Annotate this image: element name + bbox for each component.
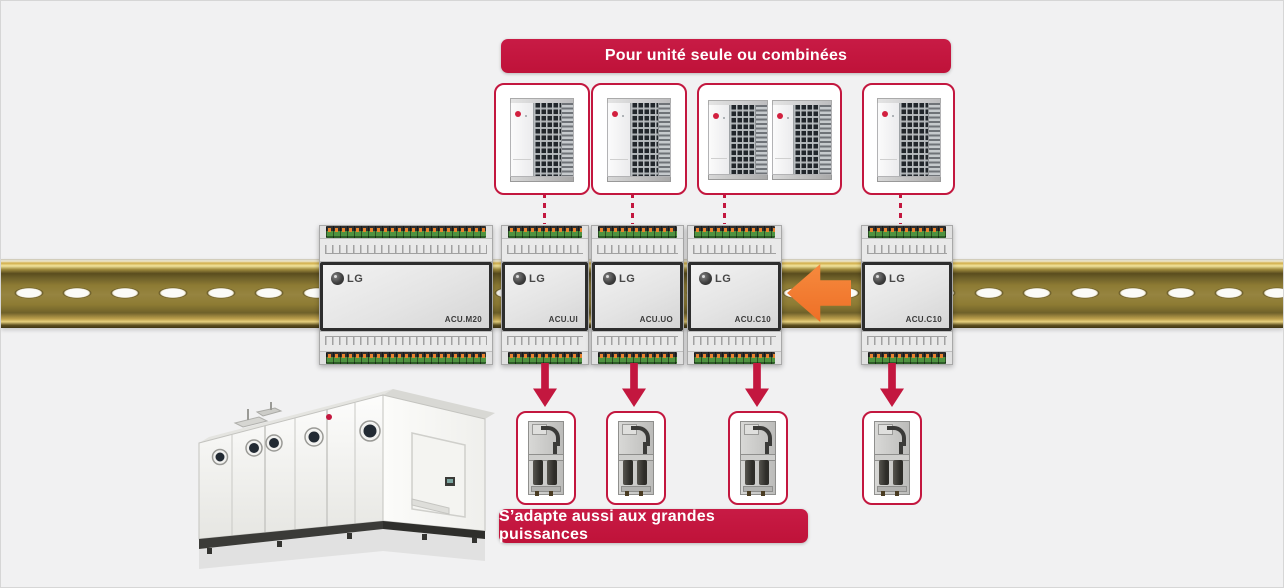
side-fins [819,105,831,174]
lg-logo-icon: LG [699,272,731,285]
refrigerant-kit-box-2 [606,411,666,505]
top-banner-label: Pour unité seule ou combinées [604,47,848,64]
ahu-image [198,389,495,569]
dashed-connector [723,193,726,224]
terminal-block [598,226,677,238]
connector-glyphs [597,245,678,254]
bottom-banner: S’adapte aussi aux grandes puissances [499,508,808,543]
module-label: ACU.C10 [905,315,942,324]
outdoor-unit-image [876,98,941,182]
terminal-block [326,352,486,364]
refrigerant-kit-box-1 [516,411,576,505]
connector-glyphs [597,336,678,345]
module-acu-ui: LG ACU.UI [501,225,589,365]
side-fins [561,103,573,176]
lg-logo-icon: LG [873,272,905,285]
grille-icon [629,103,659,176]
connector-glyphs [867,336,947,345]
ahu-roof-vent [255,407,283,417]
module-acu-uo: LG ACU.UO [591,225,684,365]
terminal-block [694,226,775,238]
lg-logo-icon [515,111,521,117]
lg-logo-icon [881,111,888,117]
terminal-block [508,352,582,364]
refrigerant-kit-image [874,421,910,496]
refrigerant-kit-image [740,421,776,496]
module-acu-m20: LG ACU.M20 [319,225,493,365]
dashed-connector [543,193,546,224]
lg-logo-icon: LG [513,272,545,285]
connector-glyphs [693,336,776,345]
module-label: ACU.UO [639,315,673,324]
refrigerant-kit-image [528,421,564,496]
terminal-block [508,226,582,238]
connector-glyphs [507,336,583,345]
terminal-block [598,352,677,364]
ahu-vent [411,498,450,515]
side-fins [755,105,767,174]
ahu-reflection [199,529,485,569]
outdoor-unit-box-3-combined [697,83,842,195]
ahu-roof-vent [233,416,269,428]
connector-glyphs [867,245,947,254]
lg-logo-text: LG [889,272,906,285]
ahu-door [411,432,466,518]
outdoor-unit-top [510,98,574,103]
terminal-block [868,352,946,364]
refrigerant-kit-box-3 [728,411,788,505]
grille-icon [899,103,928,176]
module-label: ACU.C10 [734,315,771,324]
lg-logo-text: LG [529,272,546,285]
connector-glyphs [507,245,583,254]
lg-logo-icon: LG [603,272,635,285]
lg-logo-icon [712,113,719,119]
lg-logo-text: LG [715,272,732,285]
refrigerant-kit-image [618,421,654,496]
refrigerant-kit-box-4 [862,411,922,505]
outdoor-unit-box-1 [494,83,590,195]
outdoor-unit-image [771,100,832,180]
lg-logo-icon [612,111,618,117]
top-banner: Pour unité seule ou combinées [501,39,951,73]
down-arrow-icon [533,363,557,407]
outdoor-unit-image [607,98,671,182]
terminal-block [694,352,775,364]
connector-glyphs [693,245,776,254]
dashed-connector [631,193,634,224]
grille-icon [728,105,756,174]
outdoor-unit-image [707,100,768,180]
lg-logo-icon [326,414,332,420]
dashed-connector [899,193,902,224]
outdoor-unit-box-2 [591,83,687,195]
module-acu-c10-standalone: LG ACU.C10 [861,225,953,365]
outdoor-unit-image [510,98,574,182]
down-arrow-icon [745,363,769,407]
side-fins [927,103,940,176]
grille-icon [792,105,820,174]
connector-glyphs [325,245,487,254]
terminal-block [868,226,946,238]
terminal-block [326,226,486,238]
connector-glyphs [325,336,487,345]
lg-logo-icon [776,113,783,119]
ahu-portholes [211,420,381,466]
lg-logo-text: LG [619,272,636,285]
grille-icon [532,103,562,176]
down-arrow-icon [622,363,646,407]
outdoor-unit-box-4 [862,83,955,195]
module-label: ACU.UI [548,315,578,324]
down-arrow-icon [880,363,904,407]
bottom-banner-label: S’adapte aussi aux grandes puissances [499,508,715,543]
lg-logo-text: LG [347,272,364,285]
lg-logo-icon: LG [331,272,363,285]
module-label: ACU.M20 [444,315,482,324]
side-fins [658,103,670,176]
module-acu-c10: LG ACU.C10 [687,225,782,365]
